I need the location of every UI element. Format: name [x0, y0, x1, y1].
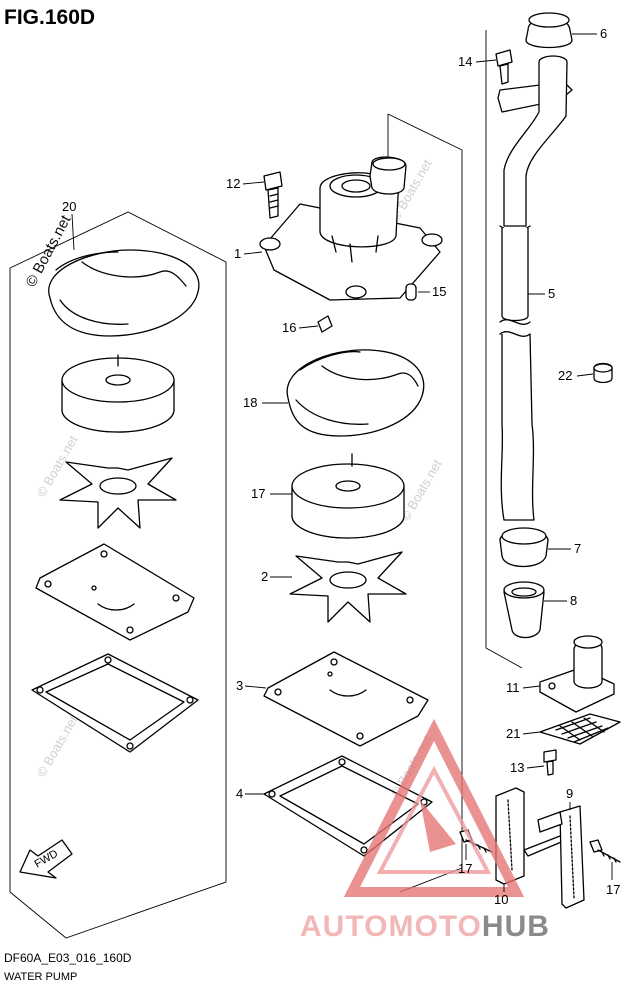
callout-1: 1: [234, 246, 241, 261]
impeller-middle: [289, 551, 407, 623]
callout-group: 20 1 12 15 16 18 17 2 3 4 6 14 5 22 7 8: [62, 26, 620, 907]
callout-13: 13: [510, 760, 524, 775]
watermark-faint-4: © Boats.net: [34, 713, 81, 780]
water-tube: [497, 55, 573, 521]
callout-5: 5: [548, 286, 555, 301]
callout-12: 12: [226, 176, 240, 191]
callout-7: 7: [574, 541, 581, 556]
callout-9: 9: [566, 786, 573, 801]
rail-9: [537, 805, 585, 909]
callout-17-right: 17: [606, 882, 620, 897]
impeller-left: [59, 457, 177, 529]
pump-housing: [259, 156, 443, 301]
bolt-14: [495, 49, 513, 85]
callout-4: 4: [236, 786, 243, 801]
bolt-12: [263, 171, 283, 219]
screen-21: [539, 713, 621, 745]
grommet-22: [593, 362, 613, 384]
kit-frame-middle: [387, 113, 463, 893]
callout-16: 16: [282, 320, 296, 335]
watermark-main: © Boats.net: [23, 212, 75, 290]
gasket-left: [31, 653, 199, 753]
bolt-13: [543, 749, 557, 776]
key-16: [317, 315, 333, 333]
callout-20: 20: [62, 199, 76, 214]
screw-17-right: [589, 839, 621, 863]
plate-middle: [263, 651, 429, 747]
callout-17-left: 17: [458, 861, 472, 876]
callout-6: 6: [600, 26, 607, 41]
spacer-middle: [291, 453, 405, 539]
plate-left: [35, 543, 195, 641]
cap-6: [525, 12, 573, 49]
kit-frame-right: [485, 30, 523, 669]
callout-3: 3: [236, 678, 243, 693]
diagram-caption: WATER PUMP: [4, 971, 77, 983]
callout-10: 10: [494, 892, 508, 907]
seal-ring-middle: [286, 349, 425, 437]
pin-15: [405, 283, 417, 301]
brand-wordmark: AUTOMOTOHUB: [300, 910, 550, 943]
kit-frame-left: [9, 211, 227, 939]
seal-ring-left: [48, 249, 200, 337]
watermark-faint-3: © Boats.net: [398, 457, 445, 524]
brand-part2: HUB: [482, 910, 550, 943]
callout-21: 21: [506, 726, 520, 741]
callout-22: 22: [558, 368, 572, 383]
callout-2: 2: [261, 569, 268, 584]
model-code: DF60A_E03_016_160D: [4, 951, 132, 965]
sleeve-8: [503, 581, 545, 639]
grommet-7: [499, 527, 549, 568]
spacer-left: [61, 354, 175, 433]
callout-15: 15: [432, 284, 446, 299]
callout-14: 14: [458, 54, 472, 69]
figure-title: FIG.160D: [4, 6, 95, 29]
callout-18: 17: [251, 486, 265, 501]
callout-19: 18: [243, 395, 257, 410]
brand-emblem-icon: [343, 718, 525, 897]
fwd-arrow-icon: FWD: [19, 839, 73, 879]
callout-8: 8: [570, 593, 577, 608]
callout-11: 11: [506, 680, 520, 695]
nozzle-11: [539, 635, 615, 713]
brand-part1: AUTOMOTO: [300, 910, 482, 943]
